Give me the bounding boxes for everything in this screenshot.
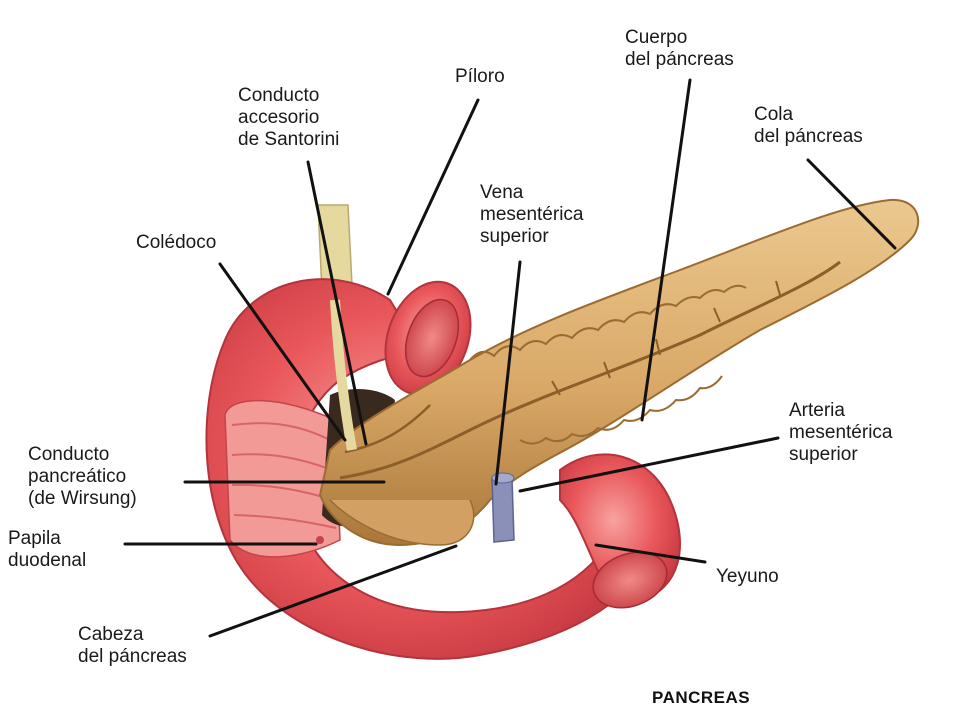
label-arteria-mesenterica: Arteria mesentérica superior xyxy=(789,400,893,465)
figure-caption: PANCREAS xyxy=(652,688,751,707)
label-cola-pancreas: Cola del páncreas xyxy=(754,104,863,147)
label-piloro: Píloro xyxy=(455,66,505,87)
santorini-duct xyxy=(344,404,431,454)
duodenum-opened-wall xyxy=(224,399,341,558)
label-papila-duodenal: Papila duodenal xyxy=(8,528,87,571)
label-conducto-wirsung: Conducto pancreático (de Wirsung) xyxy=(28,444,137,509)
label-conducto-santorini: Conducto accesorio de Santorini xyxy=(238,85,340,150)
label-cabeza-pancreas: Cabeza del páncreas xyxy=(78,624,187,667)
mesenteric-vein xyxy=(491,477,515,543)
label-coledoco: Colédoco xyxy=(136,232,217,253)
label-yeyuno: Yeyuno xyxy=(716,566,779,587)
label-vena-mesenterica: Vena mesentérica superior xyxy=(480,182,584,247)
duodenal-papilla xyxy=(316,536,324,544)
bile-duct-lower xyxy=(330,299,357,451)
leader-lines xyxy=(123,78,897,638)
wirsung-duct xyxy=(339,260,841,480)
label-cuerpo-pancreas: Cuerpo del páncreas xyxy=(625,27,734,70)
